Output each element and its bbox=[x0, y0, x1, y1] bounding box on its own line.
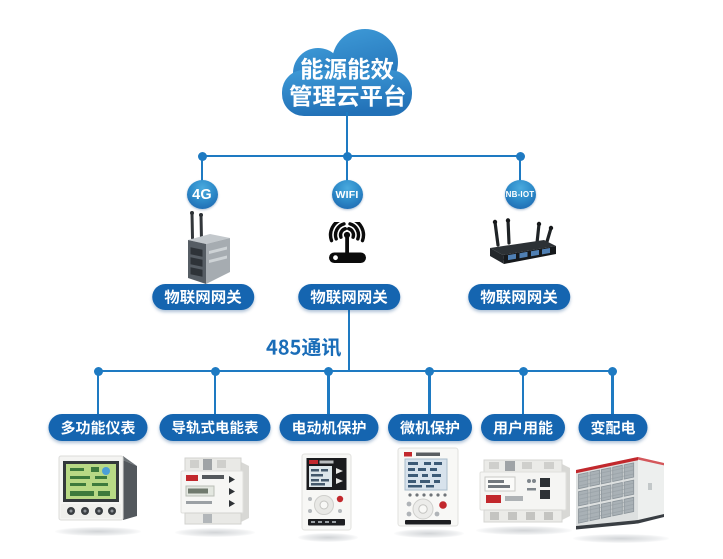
connector-wan-drop-3 bbox=[518, 156, 522, 181]
multifunction-meter-image bbox=[58, 455, 137, 521]
terminal-pill-1[interactable]: 多功能仪表 bbox=[48, 414, 148, 441]
connector-bus-drop-6 bbox=[611, 371, 614, 414]
gateway-pill-3[interactable]: 物联网网关 bbox=[468, 284, 570, 310]
terminal-pill-glyphs bbox=[493, 420, 553, 435]
connector-gateway-bus bbox=[347, 310, 351, 371]
product-shadow bbox=[394, 529, 464, 538]
connector-wan-rail bbox=[202, 154, 520, 158]
cloud-title-line2: 管理云平台 bbox=[289, 84, 407, 113]
connector-bus-drop-4 bbox=[428, 371, 431, 414]
connector-wan-drop-1 bbox=[200, 156, 204, 181]
nbiot-gateway-image bbox=[490, 218, 556, 264]
cloud-title-line2-glyphs bbox=[289, 84, 405, 107]
terminal-pill-2[interactable]: 导轨式电能表 bbox=[159, 414, 271, 441]
terminal-pill-glyphs bbox=[590, 420, 635, 435]
network-node-4g[interactable]: 4G bbox=[186, 180, 218, 209]
network-node-wifi[interactable]: WIFI bbox=[331, 180, 363, 209]
network-node-label: 4G bbox=[192, 186, 212, 203]
cloud-title-line1: 能源能效 bbox=[300, 57, 394, 86]
connector-wan-drop-2 bbox=[345, 156, 349, 181]
distribution-cabinet-image bbox=[576, 457, 664, 530]
cellular-gateway-image bbox=[188, 211, 230, 284]
network-node-label: WIFI bbox=[335, 188, 359, 201]
network-node-nbiot[interactable]: NB-IOT bbox=[504, 180, 536, 209]
connector-485-bus bbox=[98, 369, 613, 373]
gateway-pill-glyphs bbox=[480, 289, 558, 305]
connector-bus-drop-2 bbox=[213, 371, 217, 414]
consumer-energy-meter-image bbox=[479, 459, 570, 523]
product-shadow bbox=[175, 528, 255, 537]
protection-relay-image bbox=[397, 447, 459, 527]
terminal-pill-glyphs bbox=[399, 420, 459, 435]
terminal-pill-glyphs bbox=[61, 420, 136, 435]
terminal-pill-6[interactable]: 变配电 bbox=[578, 414, 647, 441]
product-shadow bbox=[573, 534, 669, 543]
din-rail-meter-image bbox=[180, 457, 249, 525]
gateway-pill-glyphs bbox=[164, 289, 242, 305]
terminal-pill-glyphs bbox=[292, 420, 366, 435]
gateway-pill-2[interactable]: 物联网网关 bbox=[298, 284, 400, 310]
motor-protector-image bbox=[301, 453, 352, 531]
gateway-pill-glyphs bbox=[310, 289, 388, 305]
cloud-title-line1-glyphs bbox=[301, 57, 394, 80]
connector-cloud-trunk bbox=[345, 112, 349, 156]
bus-label-485: 485通讯 bbox=[266, 337, 341, 362]
wifi-router-icon bbox=[328, 222, 366, 263]
product-shadow bbox=[55, 527, 141, 536]
bus-label-glyphs bbox=[266, 337, 341, 356]
terminal-pill-4[interactable]: 微机保护 bbox=[387, 414, 472, 441]
terminal-pill-5[interactable]: 用户用能 bbox=[481, 414, 565, 441]
terminal-pill-3[interactable]: 电动机保护 bbox=[279, 414, 378, 441]
product-shadow bbox=[298, 533, 358, 542]
connector-bus-drop-1 bbox=[96, 371, 100, 414]
connector-bus-drop-3 bbox=[327, 371, 330, 414]
network-node-label: NB-IOT bbox=[505, 190, 535, 199]
terminal-pill-glyphs bbox=[172, 420, 259, 435]
product-shadow bbox=[476, 526, 572, 535]
gateway-pill-1[interactable]: 物联网网关 bbox=[152, 284, 254, 310]
connector-bus-drop-5 bbox=[521, 371, 525, 414]
